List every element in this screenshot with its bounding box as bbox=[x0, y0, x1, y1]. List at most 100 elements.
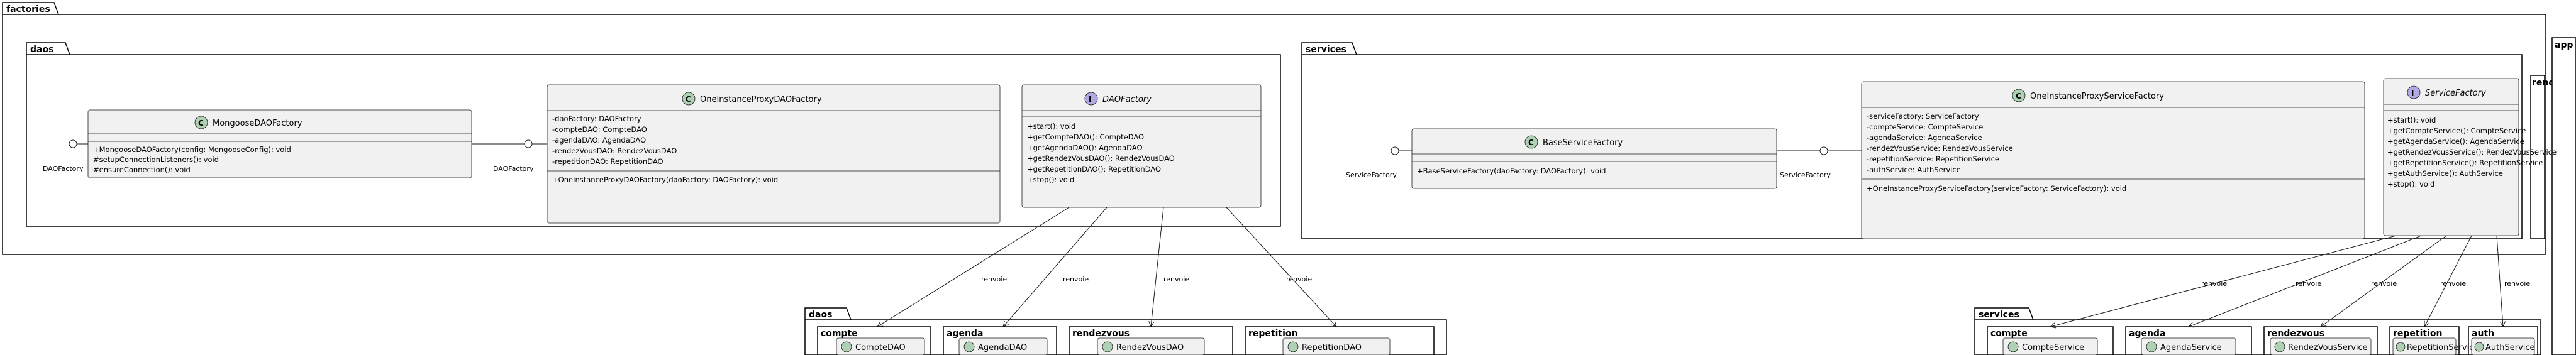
field: -repetitionService: RepetitionService bbox=[1867, 155, 1999, 163]
interface-badge-icon bbox=[1084, 92, 1098, 106]
edge-dao-compte: renvoie bbox=[877, 207, 1070, 327]
method: +stop(): void bbox=[2387, 180, 2434, 188]
edge-svc-rendezvous: renvoie bbox=[2321, 235, 2447, 327]
class-agenda-service[interactable]: AgendaService bbox=[2141, 337, 2236, 355]
field: -serviceFactory: ServiceFactory bbox=[1867, 112, 1979, 121]
class-name: RepetitionService bbox=[2407, 343, 2479, 352]
class-one-instance-proxy-dao-factory[interactable]: C OneInstanceProxyDAOFactory -daoFactory… bbox=[547, 84, 1001, 224]
method: +getRendezVousDAO(): RendezVousDAO bbox=[1027, 154, 1175, 163]
package-label: auth bbox=[2472, 329, 2494, 339]
method: +getRepetitionDAO(): RepetitionDAO bbox=[1027, 165, 1161, 173]
interface-dao-factory[interactable]: I DAOFactory +start(): void +getCompteDA… bbox=[1021, 84, 1262, 208]
interface-label: ServiceFactory bbox=[1780, 171, 1831, 179]
class-name: OneInstanceProxyServiceFactory bbox=[2030, 92, 2164, 101]
interface-lollipop-service-mid: ServiceFactory bbox=[1777, 146, 1862, 179]
class-badge-icon bbox=[1524, 135, 1538, 149]
badge-letter: C bbox=[198, 119, 204, 128]
method: +getAgendaDAO(): AgendaDAO bbox=[1027, 143, 1143, 152]
class-badge-icon bbox=[1287, 341, 1299, 352]
class-badge-icon bbox=[2474, 342, 2484, 352]
class-base-service-factory[interactable]: C BaseServiceFactory +BaseServiceFactory… bbox=[1411, 128, 1777, 189]
interface-service-factory[interactable]: I ServiceFactory +start(): void +getComp… bbox=[2383, 78, 2557, 236]
method: +start(): void bbox=[2387, 116, 2436, 124]
class-compte-dao[interactable]: CompteDAO bbox=[836, 337, 925, 355]
class-name: DAOFactory bbox=[1102, 95, 1152, 104]
class-compte-service[interactable]: CompteService bbox=[2002, 337, 2098, 355]
class-badge-icon bbox=[963, 341, 975, 352]
field: -authService: AuthService bbox=[1867, 165, 1961, 174]
class-badge-icon bbox=[2396, 342, 2406, 352]
class-name: BaseServiceFactory bbox=[1543, 138, 1623, 148]
interface-lollipop-service-left: ServiceFactory bbox=[1346, 146, 1412, 179]
class-name: CompteService bbox=[2022, 343, 2084, 352]
edge-svc-auth: renvoie bbox=[2496, 235, 2530, 327]
class-name: AuthService bbox=[2485, 343, 2535, 352]
method: +OneInstanceProxyDAOFactory(daoFactory: … bbox=[552, 175, 778, 184]
interface-label: DAOFactory bbox=[43, 165, 84, 173]
class-rendezvous-dao[interactable]: RendezVousDAO bbox=[1097, 337, 1205, 355]
badge-letter: I bbox=[2411, 89, 2414, 97]
class-badge-icon bbox=[194, 116, 208, 129]
edge-svc-repetition: renvoie bbox=[2424, 235, 2472, 327]
package-label: repetition bbox=[1248, 329, 1297, 339]
class-badge-icon bbox=[2146, 341, 2157, 352]
class-mongoose-dao-factory[interactable]: C MongooseDAOFactory +MongooseDAOFactory… bbox=[87, 109, 472, 178]
class-name: OneInstanceProxyDAOFactory bbox=[700, 95, 822, 104]
package-label: compte bbox=[1990, 329, 2028, 339]
field: -daoFactory: DAOFactory bbox=[552, 114, 641, 123]
class-name: AgendaService bbox=[2160, 343, 2222, 352]
method: +getCompteService(): CompteService bbox=[2387, 126, 2526, 135]
edge-label: renvoie bbox=[981, 275, 1007, 283]
edge-svc-agenda: renvoie bbox=[2189, 235, 2422, 327]
method: +BaseServiceFactory(daoFactory: DAOFacto… bbox=[1417, 167, 1606, 175]
package-label: agenda bbox=[947, 329, 983, 339]
edge-dao-repetition: renvoie bbox=[1226, 207, 1336, 327]
class-name: RendezVousDAO bbox=[1116, 343, 1184, 352]
edge-svc-compte: renvoie bbox=[2050, 235, 2397, 327]
edge-dao-agenda: renvoie bbox=[1003, 207, 1108, 327]
lollipop-icon bbox=[1819, 146, 1828, 155]
edge-label: renvoie bbox=[1163, 275, 1189, 283]
package-label: services bbox=[1979, 310, 2019, 320]
field: -repetitionDAO: RepetitionDAO bbox=[552, 157, 663, 166]
class-auth-service[interactable]: AuthService bbox=[2471, 337, 2535, 355]
class-rendezvous-service[interactable]: RendezVousService bbox=[2270, 337, 2372, 355]
edge-label: renvoie bbox=[2440, 280, 2466, 288]
edge-label: renvoie bbox=[2504, 280, 2530, 288]
lollipop-icon bbox=[69, 139, 77, 148]
badge-letter: C bbox=[686, 95, 691, 104]
edge-label: renvoie bbox=[2296, 280, 2321, 288]
class-repetition-dao[interactable]: RepetitionDAO bbox=[1282, 337, 1391, 355]
package-label: app bbox=[2555, 40, 2573, 50]
class-one-instance-proxy-service-factory[interactable]: C OneInstanceProxyServiceFactory -servic… bbox=[1861, 81, 2365, 239]
method: #setupConnectionListeners(): void bbox=[93, 155, 219, 164]
package-label: services bbox=[1306, 45, 1346, 55]
method: +stop(): void bbox=[1027, 175, 1074, 184]
class-agenda-dao[interactable]: AgendaDAO bbox=[958, 337, 1048, 355]
interface-lollipop-dao-left: DAOFactory bbox=[43, 139, 88, 173]
method: +getAuthService(): AuthService bbox=[2387, 169, 2503, 178]
class-repetition-service[interactable]: RepetitionService bbox=[2392, 337, 2479, 355]
interface-label: ServiceFactory bbox=[1346, 171, 1397, 179]
field: -rendezVousService: RendezVousService bbox=[1867, 144, 2013, 153]
edge-dao-rendezvous: renvoie bbox=[1151, 207, 1189, 327]
field: -compteService: CompteService bbox=[1867, 123, 1983, 131]
method: +MongooseDAOFactory(config: MongooseConf… bbox=[93, 145, 291, 154]
field: -compteDAO: CompteDAO bbox=[552, 125, 647, 134]
class-name: MongooseDAOFactory bbox=[213, 119, 303, 128]
class-badge-icon bbox=[1102, 341, 1113, 352]
package-label: factories bbox=[6, 4, 50, 14]
edge-label: renvoie bbox=[2371, 280, 2397, 288]
edge-label: renvoie bbox=[2201, 280, 2227, 288]
class-badge-icon bbox=[841, 341, 852, 352]
badge-letter: I bbox=[1089, 95, 1091, 104]
method: +getAgendaService(): AgendaService bbox=[2387, 137, 2524, 146]
class-badge-icon bbox=[2012, 89, 2026, 102]
lollipop-icon bbox=[1391, 146, 1399, 155]
field: -rendezVousDAO: RendezVousDAO bbox=[552, 146, 677, 155]
package-label: daos bbox=[30, 45, 53, 55]
field: -agendaService: AgendaService bbox=[1867, 133, 1982, 142]
class-badge-icon bbox=[2274, 341, 2285, 352]
interface-lollipop-dao-mid: DAOFactory bbox=[472, 139, 547, 173]
